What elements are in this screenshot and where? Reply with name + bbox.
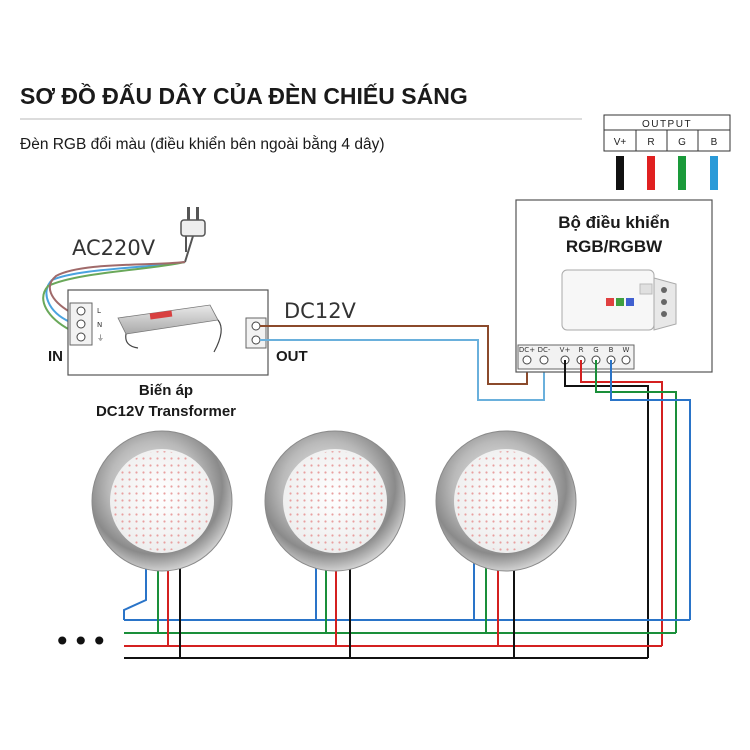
ac-label: AC220V [72,236,156,260]
ctrl-terminal-b: B [609,346,614,354]
terminal-l: L [97,307,101,315]
vplus-feed-wire [564,360,649,658]
transformer-name-2: DC12V Transformer [96,403,236,420]
controller-device-image [561,269,677,331]
output-legend: OUTPUT V+ R G B [603,114,731,190]
ac-wire-green [42,261,186,331]
transformer-name-1: Biến áp [139,382,193,399]
transformer-box: L N ⏚ [67,289,269,376]
controller-name-1: Bộ điều khiển [558,213,669,232]
lamp-2 [264,430,406,572]
output-col-g: G [678,137,686,148]
output-col-r: R [647,137,654,148]
output-col-b: B [711,137,718,148]
red-feed-wire [580,360,663,646]
dc-plus-wire [260,325,528,385]
blue-feed-wire [610,360,691,620]
dc-minus-wire [260,339,545,401]
lamp-2-wires [315,560,351,658]
ctrl-terminal-r: R [579,346,584,354]
lamp-1-wires [123,560,181,658]
continuation-dots: ••• [54,625,110,658]
ctrl-terminal-vplus: V+ [560,346,571,354]
swatch-green [678,156,686,190]
plug-icon [180,207,206,263]
lamp-3 [435,430,577,572]
output-col-vplus: V+ [614,137,627,148]
terminal-n: N [97,321,102,329]
swatch-red [647,156,655,190]
ctrl-terminal-dcminus: DC- [538,346,551,354]
ac-wire-blue [45,261,186,323]
controller-name-2: RGB/RGBW [566,237,663,256]
green-feed-wire [595,360,677,633]
controller-box: Bộ điều khiển RGB/RGBW DC+ DC- V+ R G B … [515,199,713,373]
terminal-ground: ⏚ [97,334,104,342]
ctrl-terminal-dcplus: DC+ [519,346,535,354]
dc-label: DC12V [284,299,357,323]
output-heading: OUTPUT [642,119,692,130]
ctrl-terminal-w: W [623,346,630,354]
ctrl-terminal-g: G [593,346,598,354]
ac-wire-brown [48,261,186,313]
swatch-black [616,156,624,190]
page-subtitle: Đèn RGB đổi màu (điều khiển bên ngoài bằ… [20,136,385,153]
swatch-blue [710,156,718,190]
lamp-1 [91,430,233,572]
lamp-3-wires [473,560,515,658]
power-supply-image [117,304,222,353]
out-label: OUT [276,348,308,365]
in-label: IN [48,348,63,365]
page-title: SƠ ĐỒ ĐẤU DÂY CỦA ĐÈN CHIẾU SÁNG [20,81,468,109]
